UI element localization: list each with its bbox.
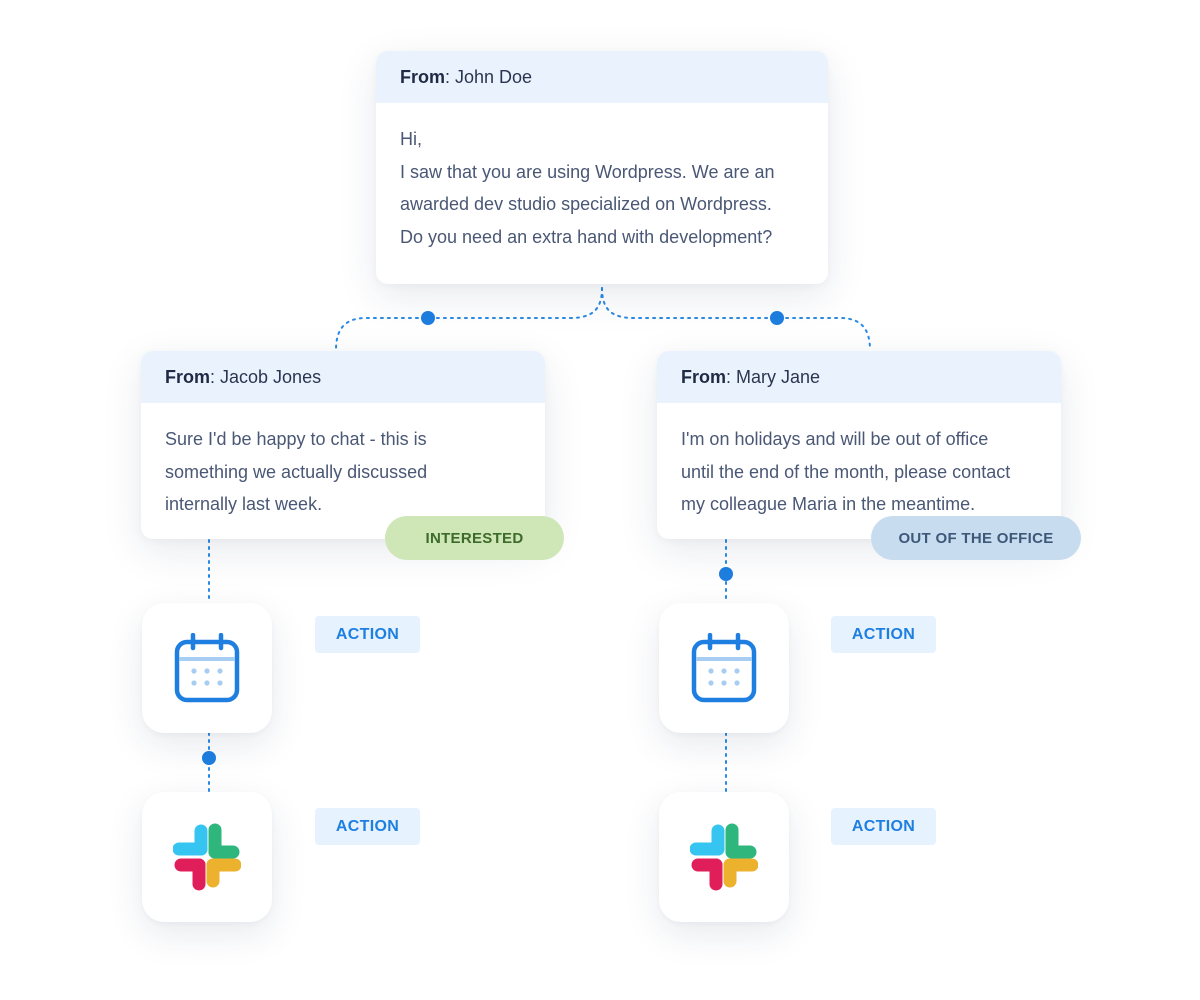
email-header: From: John Doe: [376, 51, 828, 103]
slack-icon: [690, 823, 758, 891]
sender-name: Jacob Jones: [220, 366, 322, 387]
status-badge-out-of-office: OUT OF THE OFFICE: [871, 516, 1081, 560]
sender-name: John Doe: [455, 66, 533, 87]
sender-name: Mary Jane: [736, 366, 821, 387]
email-body: Sure I'd be happy to chat - this is some…: [141, 403, 545, 521]
email-line: until the end of the month, please conta…: [681, 461, 1011, 482]
root-email-card: From: John Doe Hi, I saw that you are us…: [376, 51, 828, 284]
email-line: something we actually discussed: [165, 461, 428, 482]
action-button[interactable]: ACTION: [831, 616, 936, 653]
connector-dot: [719, 567, 733, 581]
email-line: I'm on holidays and will be out of offic…: [681, 429, 989, 449]
slack-action-tile[interactable]: [659, 792, 789, 922]
action-button[interactable]: ACTION: [315, 808, 420, 845]
email-line: my colleague Maria in the meantime.: [681, 494, 976, 514]
email-body: Hi, I saw that you are using Wordpress. …: [376, 103, 828, 253]
action-button[interactable]: ACTION: [315, 616, 420, 653]
slack-action-tile[interactable]: [142, 792, 272, 922]
reply-card-mary-jane: From: Mary Jane I'm on holidays and will…: [657, 351, 1061, 539]
from-label: From: [165, 366, 210, 387]
slack-icon: [173, 823, 241, 891]
email-header: From: Jacob Jones: [141, 351, 545, 403]
email-line: Hi,: [400, 129, 422, 149]
connector-dot: [202, 751, 216, 765]
from-label: From: [400, 66, 445, 87]
calendar-action-tile[interactable]: [142, 603, 272, 733]
email-line: internally last week.: [165, 494, 323, 514]
email-body: I'm on holidays and will be out of offic…: [657, 403, 1061, 521]
action-button[interactable]: ACTION: [831, 808, 936, 845]
calendar-icon: [174, 633, 240, 703]
email-line: awarded dev studio specialized on Wordpr…: [400, 194, 772, 214]
connector-root-to-right: [601, 287, 871, 351]
email-line: I saw that you are using Wordpress. We a…: [400, 161, 775, 182]
status-badge-interested: INTERESTED: [385, 516, 564, 560]
email-header: From: Mary Jane: [657, 351, 1061, 403]
email-line: Do you need an extra hand with developme…: [400, 226, 773, 247]
from-label: From: [681, 366, 726, 387]
calendar-icon: [691, 633, 757, 703]
calendar-action-tile[interactable]: [659, 603, 789, 733]
email-line: Sure I'd be happy to chat - this is: [165, 429, 427, 449]
connector-root-to-left: [335, 287, 603, 351]
reply-card-jacob-jones: From: Jacob Jones Sure I'd be happy to c…: [141, 351, 545, 539]
connector-dot: [421, 311, 435, 325]
connector-dot: [770, 311, 784, 325]
